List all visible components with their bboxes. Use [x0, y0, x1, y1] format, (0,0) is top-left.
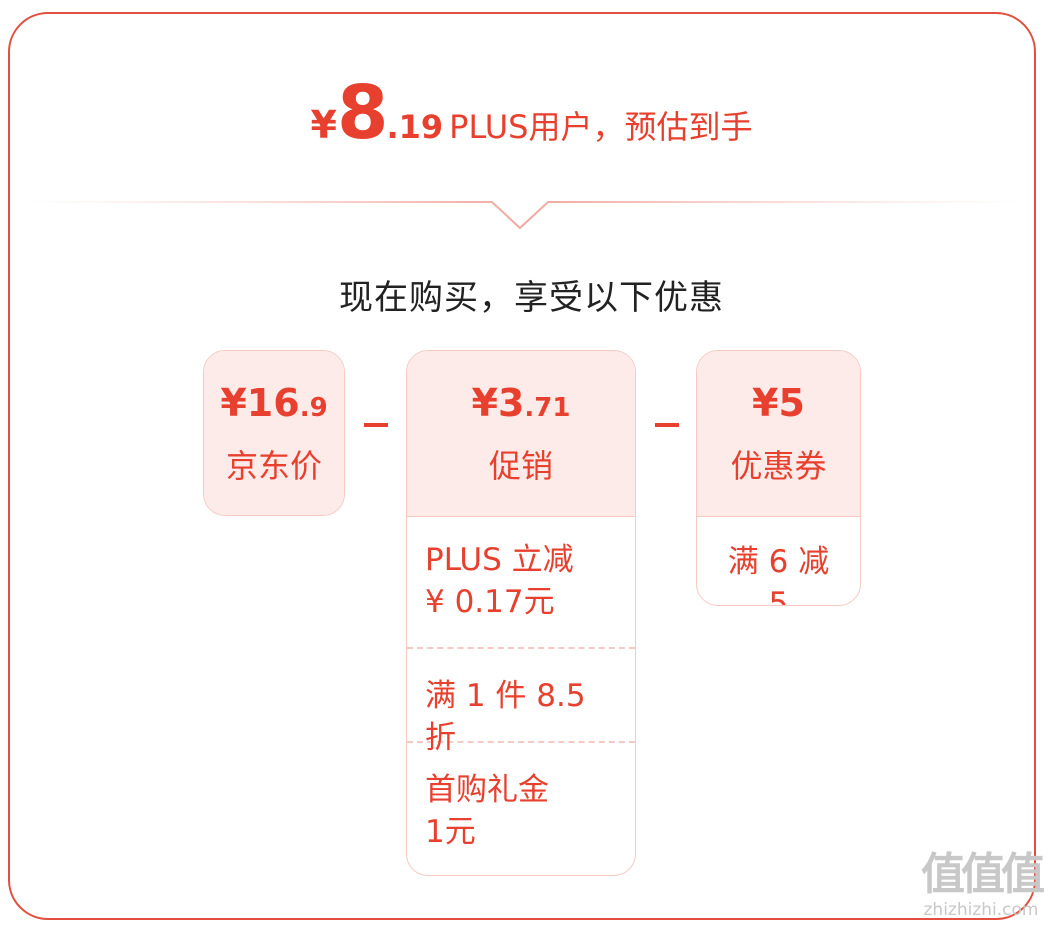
discount-subtitle: 现在购买，享受以下优惠 — [339, 278, 724, 318]
promotion-item-plus-discount: PLUS 立减 ¥ 0.17元 — [407, 517, 635, 649]
amount-decimal: .71 — [524, 393, 571, 423]
coupon-amount: ¥5 — [697, 351, 860, 425]
coupon-header: ¥5 优惠券 — [697, 351, 860, 517]
minus-sign — [364, 423, 388, 427]
jd-price-header: ¥16.9 京东价 — [204, 351, 344, 515]
item-line: ¥ 0.17元 — [425, 584, 555, 620]
minus-sign — [655, 423, 679, 427]
promotion-label: 促销 — [488, 447, 553, 485]
coupon-item-condition: 满 6 减 5 — [697, 517, 860, 606]
jd-price-amount: ¥16.9 — [204, 351, 344, 425]
promotion-card: ¥3.71 促销 PLUS 立减 ¥ 0.17元 满 1 件 8.5 折 首购礼… — [406, 350, 636, 876]
coupon-label: 优惠券 — [730, 447, 827, 485]
price-decimal: .19 — [386, 108, 444, 146]
promotion-amount: ¥3.71 — [407, 351, 635, 425]
price-integer: 8 — [336, 70, 388, 156]
jd-price-label: 京东价 — [225, 447, 322, 485]
item-line: PLUS 立减 — [425, 542, 574, 578]
amount-decimal: .9 — [299, 393, 328, 423]
currency-symbol: ¥ — [220, 381, 247, 425]
currency-symbol: ¥ — [752, 381, 779, 425]
jd-price-card: ¥16.9 京东价 — [203, 350, 345, 516]
item-line: 首购礼金 — [425, 772, 549, 808]
amount-integer: 16 — [246, 381, 300, 425]
amount-integer: 5 — [778, 381, 805, 425]
watermark-logo: 值值值 — [921, 849, 1045, 900]
promotion-item-first-purchase-gift: 首购礼金 1元 — [407, 743, 635, 853]
item-line: 满 6 减 5 — [727, 544, 830, 606]
amount-integer: 3 — [497, 381, 525, 425]
currency-symbol: ¥ — [310, 103, 337, 147]
promotion-item-bulk-discount: 满 1 件 8.5 折 — [407, 649, 635, 756]
headline-text: PLUS用户，预估到手 — [449, 108, 753, 146]
coupon-card: ¥5 优惠券 满 6 减 5 — [696, 350, 861, 606]
item-line: 满 1 件 8.5 折 — [425, 678, 586, 756]
site-watermark: 值值值 zhizhizhi.com — [911, 849, 1051, 921]
watermark-url: zhizhizhi.com — [923, 900, 1039, 920]
item-line: 1元 — [425, 814, 476, 850]
divider-with-notch — [30, 201, 1020, 230]
currency-symbol: ¥ — [471, 381, 498, 425]
promotion-header: ¥3.71 促销 — [407, 351, 635, 517]
